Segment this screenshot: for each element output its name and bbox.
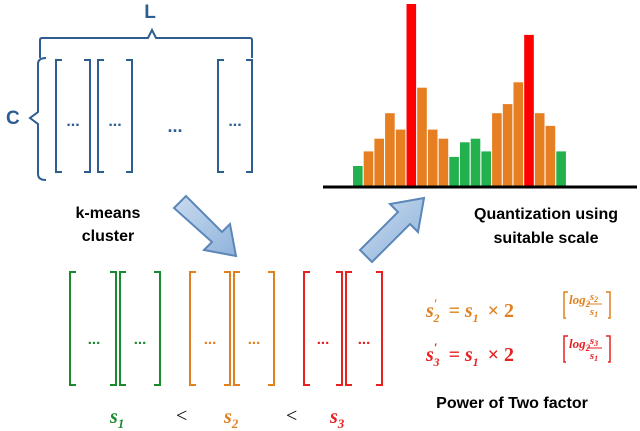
formula-s3-den: s1 bbox=[589, 350, 598, 363]
scale-ordering: s1 < s2 < s3 bbox=[109, 405, 345, 431]
red-cell-1: ... bbox=[317, 331, 330, 348]
histogram-bar-orange bbox=[534, 113, 545, 186]
group-orange bbox=[189, 271, 275, 386]
histogram-bar-green bbox=[449, 156, 459, 186]
matrix-block bbox=[28, 27, 253, 181]
matrix-columns bbox=[55, 59, 253, 173]
histogram-bar-orange bbox=[374, 138, 384, 186]
formula-s2: s′2 = s1 × 2 log2 s2 s1 bbox=[425, 291, 611, 327]
formula-s3-num: s3 bbox=[589, 335, 598, 348]
less-than-2: < bbox=[286, 405, 297, 427]
histogram-bar-orange bbox=[417, 87, 427, 186]
histogram-bar-orange bbox=[513, 82, 524, 186]
histogram-bar-red bbox=[406, 4, 417, 186]
quant-caption-line2: suitable scale bbox=[494, 230, 599, 247]
matrix-cell-gap: ... bbox=[167, 116, 182, 136]
formula-s3-text: s′3 = s1 × 2 bbox=[425, 340, 514, 371]
histogram-bar-orange bbox=[385, 113, 395, 186]
histogram-bar-orange bbox=[363, 151, 374, 186]
quant-caption-line1: Quantization using bbox=[474, 206, 618, 223]
histogram-bar-green bbox=[353, 166, 363, 186]
arrow-down-right bbox=[172, 194, 238, 258]
kmeans-caption-line2: cluster bbox=[82, 228, 134, 245]
green-cell-2: ... bbox=[134, 331, 147, 348]
scale-s2: s2 bbox=[223, 406, 239, 431]
histogram-bar-green bbox=[481, 151, 491, 186]
c-brace bbox=[28, 57, 47, 181]
power-of-two-caption: Power of Two factor bbox=[436, 395, 588, 412]
scale-s3: s3 bbox=[329, 406, 345, 431]
label-c: C bbox=[6, 108, 20, 129]
orange-cell-1: ... bbox=[204, 331, 217, 348]
histogram-bar-green bbox=[470, 138, 481, 186]
less-than-1: < bbox=[176, 405, 187, 427]
formula-s2-text: s′2 = s1 × 2 bbox=[425, 296, 514, 327]
scale-s1: s1 bbox=[109, 406, 124, 431]
label-l: L bbox=[144, 2, 156, 23]
formula-s2-num: s2 bbox=[589, 291, 598, 304]
histogram-bar-orange bbox=[395, 129, 406, 186]
orange-cell-2: ... bbox=[248, 331, 261, 348]
histogram bbox=[353, 4, 566, 187]
l-brace bbox=[39, 27, 253, 58]
histogram-bar-green bbox=[556, 151, 566, 186]
green-cell-1: ... bbox=[88, 331, 101, 348]
histogram-bar-orange bbox=[438, 138, 449, 186]
group-red bbox=[303, 271, 383, 386]
arrow-up-right bbox=[358, 196, 426, 264]
matrix-cell-2: ... bbox=[108, 113, 121, 130]
histogram-bar-orange bbox=[502, 104, 513, 186]
histogram-bar-orange bbox=[545, 125, 556, 186]
formula-s3: s′3 = s1 × 2 log2 s3 s1 bbox=[425, 335, 611, 371]
matrix-cell-1: ... bbox=[66, 113, 79, 130]
histogram-bar-red bbox=[524, 34, 534, 187]
formula-s2-den: s1 bbox=[589, 306, 598, 319]
histogram-bar-green bbox=[460, 142, 470, 186]
red-cell-2: ... bbox=[358, 331, 371, 348]
formula-s2-exponent: log2 bbox=[569, 292, 591, 309]
histogram-bar-orange bbox=[427, 129, 438, 186]
matrix-cell-3: ... bbox=[228, 113, 241, 130]
kmeans-caption-line1: k-means bbox=[76, 205, 141, 222]
formula-s3-exponent: log2 bbox=[569, 336, 591, 353]
histogram-bar-orange bbox=[492, 113, 502, 186]
group-green bbox=[69, 271, 161, 386]
